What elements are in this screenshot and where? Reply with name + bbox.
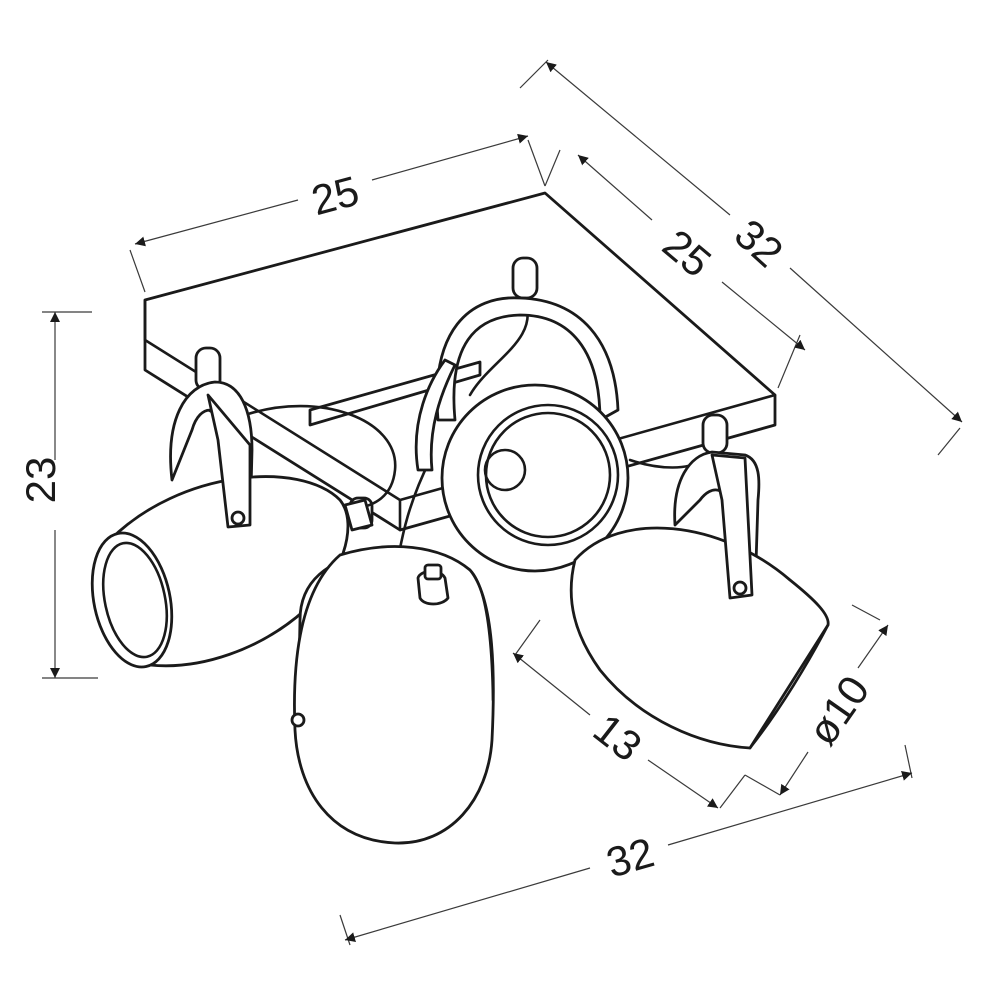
spotlight-back-bracket (435, 296, 620, 422)
spotlight-right-rim (748, 623, 830, 750)
label-top-width: 25 (306, 167, 363, 224)
spotlight-left-rim (90, 531, 174, 669)
spotlight-right (569, 450, 830, 750)
spotlight-back-shade (440, 383, 630, 573)
ext-shade-diameter-top (851, 604, 881, 621)
label-shade-length: 13 (585, 704, 651, 770)
ext-shade-diameter-bottom (744, 774, 781, 796)
label-overall-width: 32 (601, 828, 659, 886)
label-height: 23 (17, 457, 64, 504)
dim-overall-depth-line-a (545, 61, 731, 216)
label-overall-depth: 32 (726, 210, 792, 276)
pin-right (701, 413, 729, 455)
label-top-depth: 25 (654, 220, 720, 286)
dim-shade-length-line-a (512, 652, 591, 716)
dim-shade-length-line-b (647, 759, 719, 809)
spotlight-front-cap (423, 563, 443, 581)
ext-overall-width-left (339, 914, 351, 946)
ext-overall-depth-top (519, 59, 549, 89)
dim-overall-width-line-a (344, 867, 591, 942)
dim-shade-diameter-line-a (857, 624, 889, 669)
spotlight-front (290, 545, 495, 845)
ext-overall-depth-bottom (937, 427, 961, 456)
spotlight-front-shade (293, 545, 495, 845)
dim-shade-diameter-line-b (779, 751, 809, 796)
spotlight-back-rim (476, 403, 620, 547)
ext-shade-length-bottom (719, 774, 746, 809)
spotlight-back-hanger (414, 358, 457, 472)
spotlight-front-edge (468, 568, 495, 702)
dim-top-depth-line-b (721, 281, 806, 351)
dimension-lines (42, 59, 963, 946)
ext-top-width-left (129, 249, 146, 293)
cable-left (243, 404, 397, 510)
spotlight-left-screw (230, 510, 246, 526)
spotlight-left-arm (206, 393, 252, 529)
ext-top-depth-top (544, 149, 561, 187)
dim-top-depth-line-a (577, 154, 653, 221)
dim-top-width-line-b (371, 133, 529, 181)
spotlight-right-screw (732, 580, 748, 596)
dim-top-width-line-a (134, 199, 299, 247)
spotlight-left-opening (101, 541, 169, 659)
pin-back (511, 256, 539, 300)
ext-top-width-right (527, 139, 546, 187)
spotlight-back-bulb (483, 448, 527, 492)
spotlight-front-screw (290, 712, 306, 728)
dim-overall-depth-line-b (789, 267, 963, 423)
spotlight-right-arm (710, 453, 754, 600)
spotlight-left (90, 380, 374, 669)
spotlight-left-socket (343, 498, 374, 532)
spotlight-back (414, 296, 630, 573)
spotlight-right-shade (569, 526, 830, 750)
dim-overall-width-line-b (667, 771, 913, 846)
label-shade-diameter: ø10 (798, 667, 878, 753)
ext-shade-length-top (514, 619, 541, 656)
